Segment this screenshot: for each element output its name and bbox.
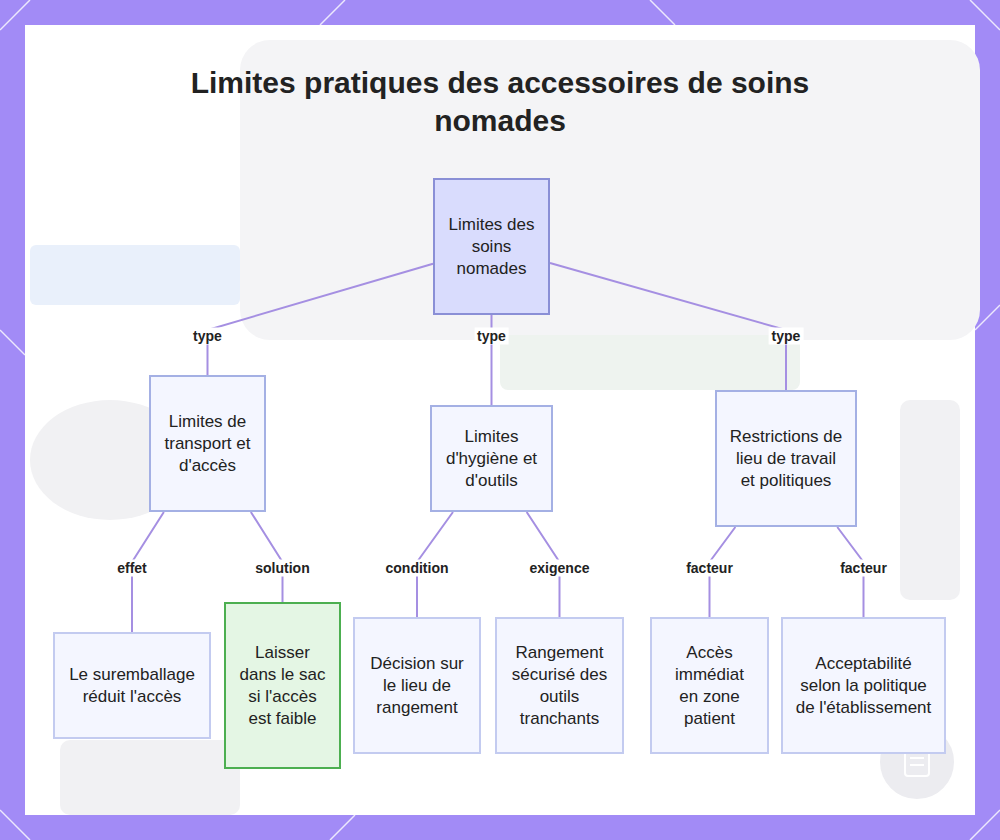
detail-box: Rangement sécurisé des outils tranchants (495, 617, 624, 754)
node-text: Le suremballage réduit l'accès (67, 664, 197, 708)
detail-box: Décision sur le lieu de rangement (353, 617, 481, 754)
node-text: Accès immédiat en zone patient (664, 642, 755, 730)
connector-line (550, 263, 786, 390)
edge-label: facteur (683, 560, 736, 577)
connector-line (251, 512, 283, 602)
edge-label: solution (252, 560, 312, 577)
node-text: Limites d'hygiène et d'outils (444, 426, 539, 492)
connector-line (208, 264, 434, 375)
solution-box: Laisser dans le sac si l'accès est faibl… (224, 602, 341, 769)
diagram-title: Limites pratiques des accessoires de soi… (180, 64, 820, 140)
category-box: Restrictions de lieu de travail et polit… (715, 390, 857, 527)
node-text: Laisser dans le sac si l'accès est faibl… (238, 642, 327, 730)
faded-photo (30, 40, 980, 815)
node-text: Restrictions de lieu de travail et polit… (729, 426, 843, 492)
root-box: Limites des soins nomades (433, 178, 550, 315)
edge-label: type (474, 328, 509, 345)
detail-box: Acceptabilité selon la politique de l'ét… (781, 617, 946, 754)
category-box: Limites de transport et d'accès (149, 375, 266, 512)
node-text: Acceptabilité selon la politique de l'ét… (795, 653, 932, 719)
detail-box: Le suremballage réduit l'accès (53, 632, 211, 739)
node-text: Décision sur le lieu de rangement (367, 653, 467, 719)
node-text: Limites des soins nomades (447, 214, 536, 280)
edge-label: exigence (527, 560, 593, 577)
node-text: Limites de transport et d'accès (163, 411, 252, 477)
detail-box: Accès immédiat en zone patient (650, 617, 769, 754)
edge-label: condition (383, 560, 452, 577)
category-box: Limites d'hygiène et d'outils (430, 405, 553, 512)
edge-label: type (769, 328, 804, 345)
node-text: Rangement sécurisé des outils tranchants (509, 642, 610, 730)
edge-label: facteur (837, 560, 890, 577)
edge-label: type (190, 328, 225, 345)
edge-label: effet (114, 560, 150, 577)
